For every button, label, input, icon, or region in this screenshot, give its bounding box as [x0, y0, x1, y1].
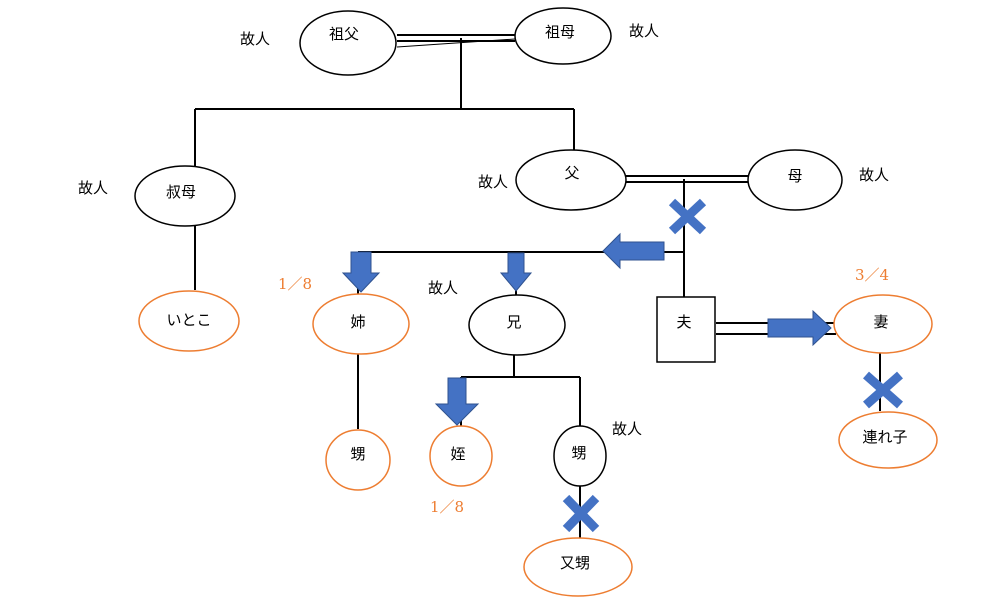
father-label: 父: [564, 164, 579, 182]
aunt-label: 叔母: [166, 183, 196, 201]
niece-label: 姪: [450, 445, 465, 463]
grandfather-label: 祖父: [329, 25, 359, 43]
nephew-of-brother-deceased-note: 故人: [612, 420, 642, 438]
wife-share: 3／4: [855, 266, 889, 284]
marriage-line-grandparents-diagonal: [396, 38, 516, 48]
cross-grandnephew-line-icon: [562, 494, 600, 533]
arrow-to-wife-icon: [767, 309, 832, 347]
grandmother-node: [514, 7, 612, 65]
elder-sister-node: [312, 293, 410, 355]
arrow-down-to-sister-icon: [341, 251, 381, 293]
mother-deceased-note: 故人: [859, 166, 889, 184]
blocking-crosses: [562, 198, 903, 533]
nephew-of-brother-label: 甥: [571, 444, 586, 462]
grandfather-node: [299, 10, 397, 76]
grandmother-deceased-note: 故人: [629, 22, 659, 40]
stepchild-label: 連れ子: [862, 428, 907, 446]
cross-stepchild-line-icon: [863, 371, 903, 409]
cousin-node: [138, 290, 240, 352]
grandfather-deceased-note: 故人: [240, 30, 270, 48]
inheritance-arrows: [341, 232, 832, 426]
deceased-notes: 故人 故人 故人 故人 故人 故人 故人: [78, 22, 889, 438]
niece-node: [429, 425, 493, 487]
elder-sister-share: 1／8: [278, 275, 312, 293]
grandnephew-node: [523, 537, 633, 597]
arrow-down-to-brother-icon: [499, 252, 533, 292]
person-nodes: [134, 7, 938, 597]
aunt-node: [134, 165, 236, 227]
elder-sister-label: 姉: [350, 313, 365, 331]
aunt-deceased-note: 故人: [78, 179, 108, 197]
inheritance-shares: 1／8 1／8 3／4: [278, 266, 889, 516]
cross-parents-line-icon: [668, 198, 707, 235]
niece-share: 1／8: [430, 498, 464, 516]
husband-label: 夫: [676, 313, 691, 331]
wife-label: 妻: [873, 313, 888, 331]
elder-brother-label: 兄: [506, 313, 521, 331]
father-node: [515, 149, 627, 211]
nephew-of-brother-node: [553, 425, 607, 487]
stepchild-node: [838, 411, 938, 469]
cousin-label: いとこ: [166, 311, 211, 329]
arrow-down-to-niece-icon: [434, 377, 480, 426]
elder-brother-deceased-note: 故人: [428, 279, 458, 297]
father-deceased-note: 故人: [478, 173, 508, 191]
nephew-of-sister-label: 甥: [350, 445, 365, 463]
node-labels: 祖父 祖母 叔母 いとこ 父 母 姉 兄 夫 妻 甥 姪 甥 又甥 連れ子: [166, 23, 908, 572]
wife-node: [833, 294, 933, 354]
grandmother-label: 祖母: [545, 23, 575, 41]
nephew-of-sister-node: [325, 429, 391, 491]
mother-label: 母: [787, 167, 802, 185]
arrow-to-siblings-icon: [602, 232, 665, 270]
husband-node: [656, 296, 716, 363]
elder-brother-node: [468, 294, 566, 356]
grandnephew-label: 又甥: [560, 554, 590, 572]
mother-node: [747, 149, 843, 211]
